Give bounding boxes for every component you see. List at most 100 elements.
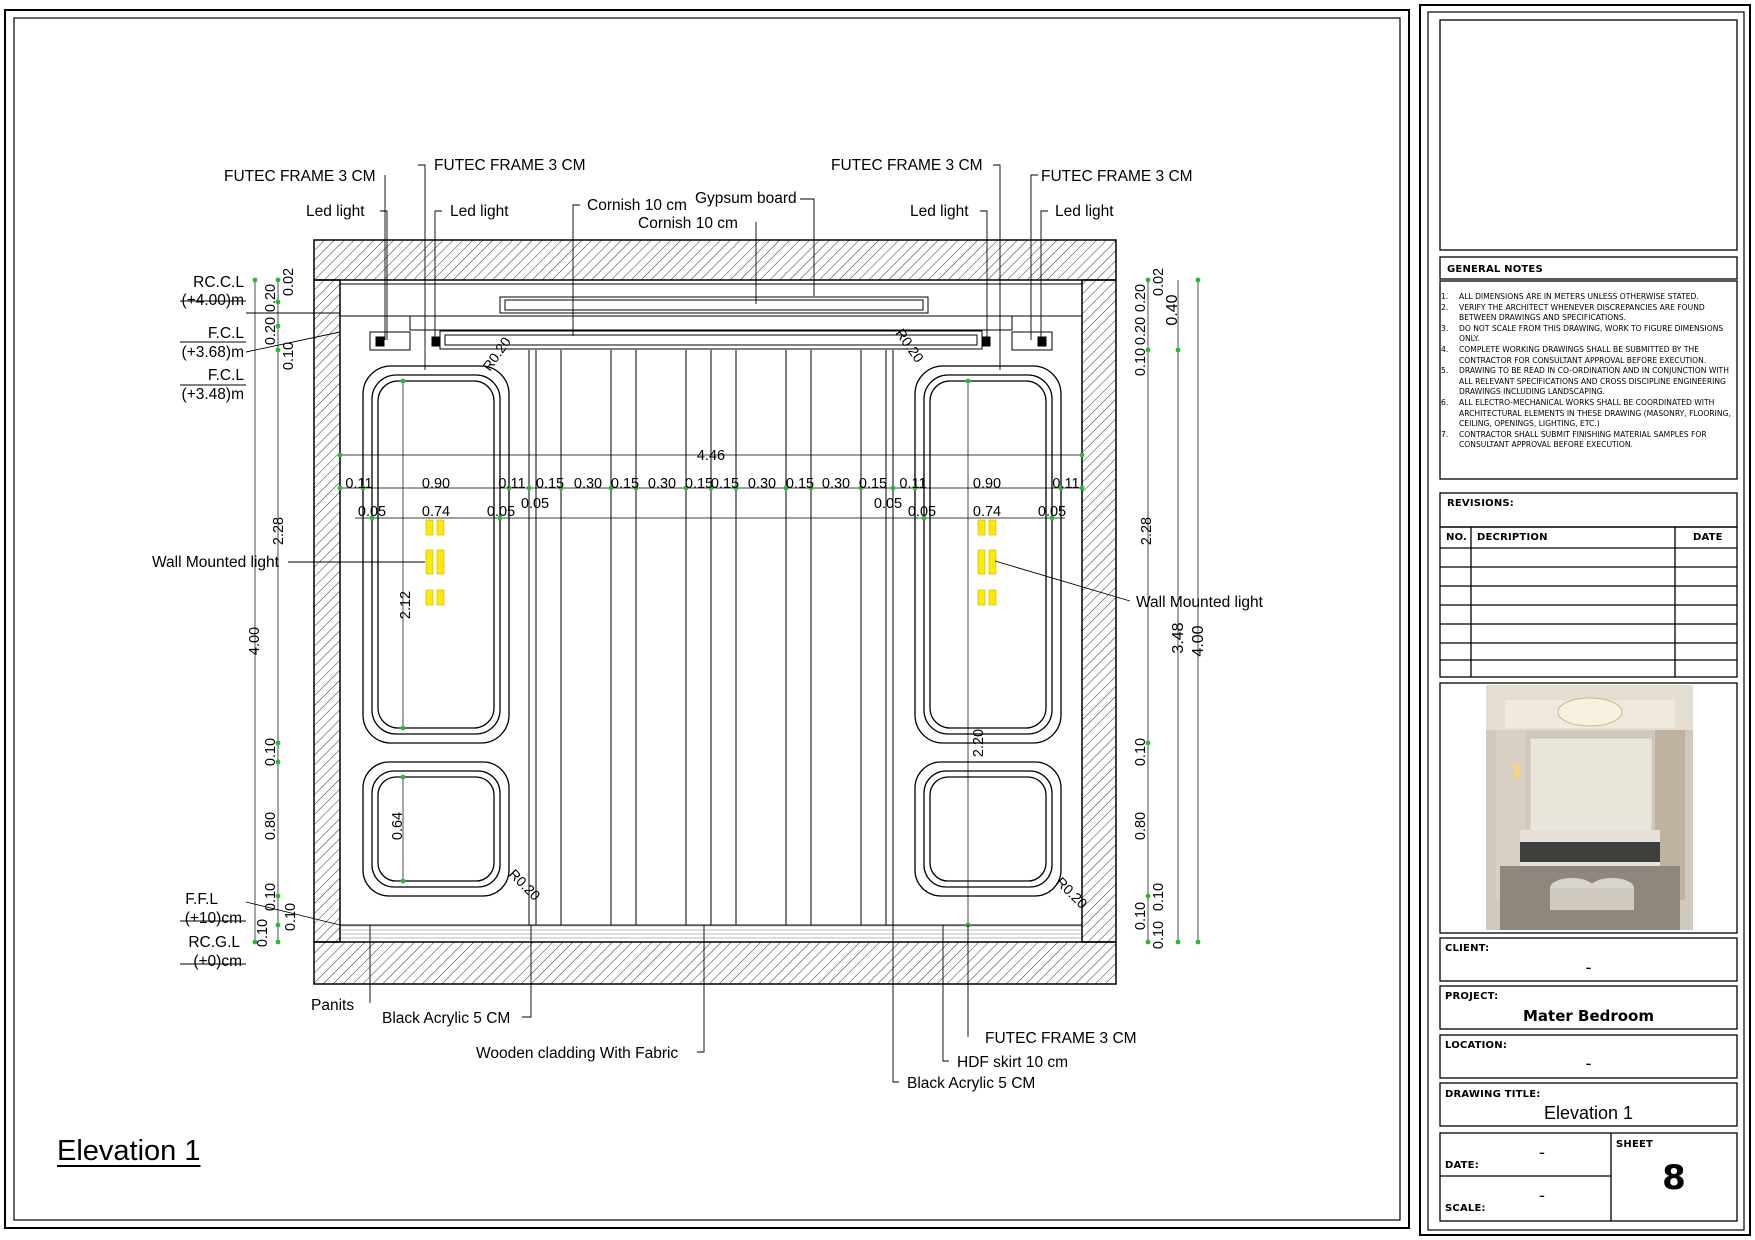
callout-futec-frame-tr2: FUTEC FRAME 3 CM <box>1041 168 1193 185</box>
level-ffl: F.F.L <box>185 891 218 908</box>
dim-left-vert: 0.80 <box>263 812 279 840</box>
level-fcl-2: F.C.L <box>208 367 245 384</box>
sheet-label: SHEET <box>1616 1139 1654 1150</box>
dim-inner-064: 0.64 <box>390 812 406 840</box>
wall-panels <box>362 365 1062 897</box>
dim-left-vert: 0.10 <box>281 342 297 370</box>
revisions-col-no: NO. <box>1446 532 1468 543</box>
note-item: 4.COMPLETE WORKING DRAWINGS SHALL BE SUB… <box>1441 344 1707 365</box>
dim-row1: 0.30 <box>748 476 776 492</box>
dim-row1: 0.30 <box>574 476 602 492</box>
callout-cornish-2: Cornish 10 cm <box>638 215 738 232</box>
reference-image <box>1486 685 1693 930</box>
note-item: 3.DO NOT SCALE FROM THIS DRAWING, WORK T… <box>1441 323 1724 344</box>
dim-row1: 0.15 <box>711 476 739 492</box>
dim-row2-right: 0.05 <box>1038 504 1066 520</box>
dim-right-vert: 0.10 <box>1133 348 1149 376</box>
dim-left-vert: 0.10 <box>283 903 299 931</box>
callout-wall-light-left: Wall Mounted light <box>152 554 280 571</box>
callout-wall-light-right: Wall Mounted light <box>1136 594 1264 611</box>
scale-label: SCALE: <box>1445 1203 1486 1214</box>
wall-light-left-icon <box>425 519 445 606</box>
dimension-ticks <box>252 277 1201 945</box>
client-value: - <box>1585 958 1592 978</box>
callout-black-acrylic-left: Black Acrylic 5 CM <box>382 1010 510 1027</box>
fabric-cladding-lines <box>528 350 894 925</box>
dim-row1: 0.11 <box>498 476 525 492</box>
level-rccl-value: (+4.00)m <box>182 292 244 309</box>
callout-futec-frame-tl2: FUTEC FRAME 3 CM <box>434 157 586 174</box>
dim-right-vert: 0.10 <box>1151 921 1167 949</box>
date-value: - <box>1538 1143 1546 1163</box>
dim-row2-right: 0.05 <box>908 504 936 520</box>
dim-left-vert: 0.20 <box>263 317 279 345</box>
dim-right-vert: 2.28 <box>1139 517 1155 545</box>
ceiling-details <box>339 279 1083 351</box>
level-fcl-1: F.C.L <box>208 325 245 342</box>
dim-right-vert: 0.20 <box>1133 284 1149 312</box>
dim-right-vert: 0.10 <box>1133 902 1149 930</box>
drawing-title: Elevation 1 <box>57 1135 201 1167</box>
dim-inner-220: 2.20 <box>971 729 987 757</box>
level-marks <box>180 300 246 965</box>
dim-row1: 0.15 <box>685 476 713 492</box>
dim-right-total-3: 4.00 <box>1190 625 1207 656</box>
dim-right-vert: 0.20 <box>1133 317 1149 345</box>
sheet-number: 8 <box>1662 1158 1686 1198</box>
radius-label: R0.20 <box>479 334 514 374</box>
dim-row1: 0.11 <box>899 476 926 492</box>
sheet-border <box>4 4 1751 1236</box>
callout-futec-frame-bottom: FUTEC FRAME 3 CM <box>985 1030 1137 1047</box>
callout-led-light-4: Led light <box>1055 203 1114 220</box>
location-label: LOCATION: <box>1445 1040 1508 1051</box>
dim-row1: 0.15 <box>536 476 564 492</box>
title-block-lines <box>1439 19 1738 1222</box>
dim-right-vert: 0.80 <box>1133 812 1149 840</box>
date-label: DATE: <box>1445 1160 1479 1171</box>
dim-row1: 0.90 <box>422 476 450 492</box>
callout-led-light-3: Led light <box>910 203 969 220</box>
drawing-title-label: DRAWING TITLE: <box>1445 1089 1541 1100</box>
radius-label: R0.20 <box>893 326 928 366</box>
level-ffl-value: (+10)cm <box>185 910 242 927</box>
callout-led-light-1: Led light <box>306 203 365 220</box>
project-label: PROJECT: <box>1445 991 1499 1002</box>
wall-section <box>313 239 1117 985</box>
callout-panits: Panits <box>311 997 354 1014</box>
dim-row2-left: 0.05 <box>521 496 549 512</box>
drawing-title-value: Elevation 1 <box>1543 1103 1634 1123</box>
leader-lines <box>245 164 1131 1083</box>
dim-inner-212: 2.12 <box>398 591 414 619</box>
dim-row2-left: 0.05 <box>358 504 386 520</box>
revisions-title: REVISIONS: <box>1447 498 1514 509</box>
dim-right-vert: 0.10 <box>1133 738 1149 766</box>
scale-value: - <box>1538 1186 1546 1206</box>
level-rcgl: RC.G.L <box>188 934 240 951</box>
general-notes-list: 1.ALL DIMENSIONS ARE IN METERS UNLESS OT… <box>1441 292 1737 451</box>
note-item: 5.DRAWING TO BE READ IN CO-ORDINATION AN… <box>1441 366 1729 397</box>
level-rcgl-value: (+0)cm <box>193 953 242 970</box>
level-fcl-2-value: (+3.48)m <box>182 386 244 403</box>
note-item: 2.VERIFY THE ARCHITECT WHENEVER DISCREPA… <box>1441 302 1705 323</box>
wall-light-right-icon <box>977 519 997 606</box>
level-fcl-1-value: (+3.68)m <box>182 344 244 361</box>
dim-left-vert: 0.10 <box>263 883 279 911</box>
radius-label: R0.20 <box>506 866 544 904</box>
dimension-lines <box>254 280 1199 942</box>
callout-led-light-2: Led light <box>450 203 509 220</box>
revisions-col-date: DATE <box>1693 532 1723 543</box>
client-label: CLIENT: <box>1445 943 1490 954</box>
revisions-col-description: DECRIPTION <box>1477 532 1548 543</box>
callout-futec-frame-tl: FUTEC FRAME 3 CM <box>224 168 376 185</box>
dim-row2-left: 0.05 <box>487 504 515 520</box>
dim-row1: 0.15 <box>859 476 887 492</box>
dim-left-vert: 0.10 <box>255 919 271 947</box>
dim-row1: 0.30 <box>648 476 676 492</box>
dim-row1: 0.90 <box>973 476 1001 492</box>
dim-right-vert: 0.02 <box>1151 268 1167 296</box>
note-item: 6.ALL ELECTRO-MECHANICAL WORKS SHALL BE … <box>1441 397 1731 429</box>
dim-left-vert: 0.02 <box>281 268 297 296</box>
dim-left-vert: 0.20 <box>263 284 279 312</box>
dim-left-vert: 2.28 <box>271 517 287 545</box>
